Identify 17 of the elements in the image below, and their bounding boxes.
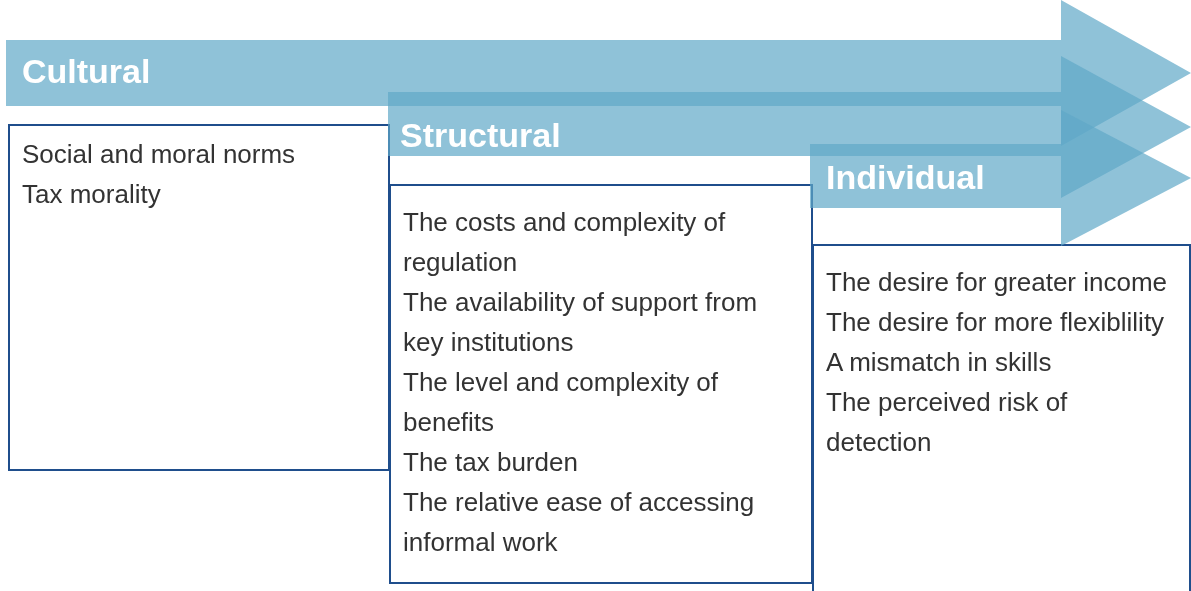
factor-list-panel xyxy=(812,244,1191,591)
factor-list-panel xyxy=(8,124,390,471)
category-heading: Individual xyxy=(826,158,985,197)
category-heading: Cultural xyxy=(22,52,151,91)
factor-list-panel xyxy=(389,184,813,584)
category-heading: Structural xyxy=(400,116,561,155)
factor-text: The desire for greater income xyxy=(826,266,1169,299)
factor-text: The relative ease of accessing informal work xyxy=(403,486,756,559)
factor-text: The level and complexity of benefits xyxy=(403,366,720,439)
factor-text: Tax morality xyxy=(22,178,162,211)
factor-text: A mismatch in skills xyxy=(826,346,1053,379)
factor-text: The availability of support from key institutions xyxy=(403,286,759,359)
factor-text: The perceived risk of detection xyxy=(826,386,1069,459)
factor-text: The tax burden xyxy=(403,446,579,479)
factor-text: The desire for more flexiblility xyxy=(826,306,1166,339)
factor-text: Social and moral norms xyxy=(22,138,297,171)
factor-text: The costs and complexity of regulation xyxy=(403,206,727,279)
